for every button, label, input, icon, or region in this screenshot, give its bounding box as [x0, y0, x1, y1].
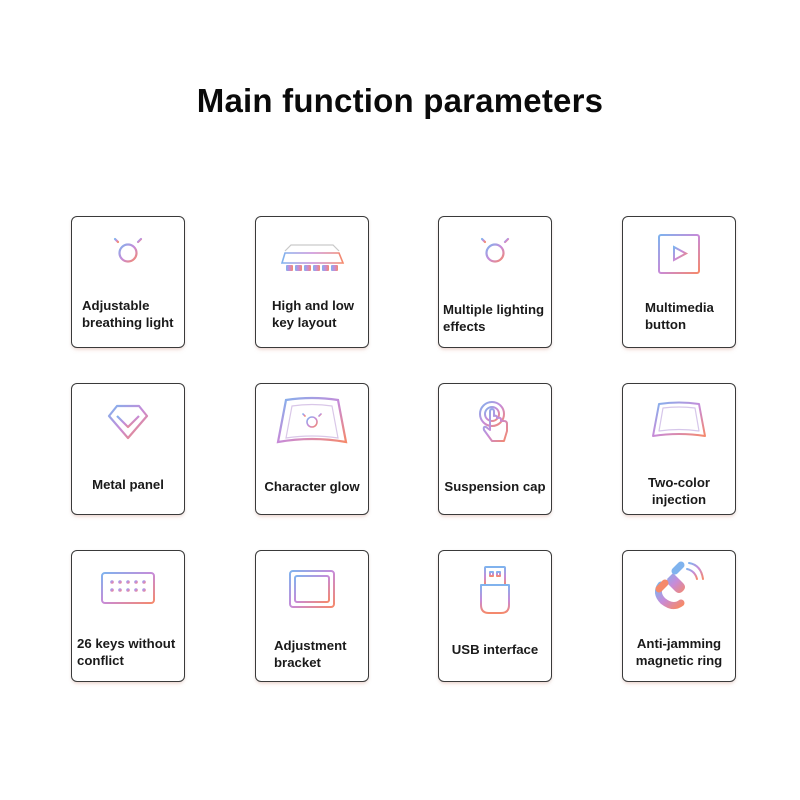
feature-label-line2: injection [651, 492, 707, 507]
feature-label-line1: Multimedia [645, 300, 714, 315]
feature-label-line1: Adjustment [274, 638, 347, 653]
feature-label-line1: High and low [272, 298, 355, 313]
feature-card-multimedia-button: Multimedia button [622, 216, 736, 348]
feature-label-line2: effects [443, 319, 486, 334]
feature-card-two-color-injection: Two-color injection [622, 383, 736, 515]
diamond-panel-icon [72, 398, 184, 446]
feature-label-line1: Two-color [647, 475, 711, 490]
feature-card-adjustable-breathing-light: Adjustable breathing light [71, 216, 185, 348]
keyboard-keys-icon [256, 231, 368, 279]
feature-label-line1: USB interface [451, 642, 539, 657]
usb-plug-icon [439, 563, 551, 614]
light-bulb-icon [439, 231, 551, 279]
light-bulb-icon [72, 231, 184, 279]
feature-card-suspension-cap: Suspension cap [438, 383, 552, 515]
bracket-icon [256, 567, 368, 615]
feature-label-line1: Suspension cap [444, 479, 546, 494]
feature-label-line2: bracket [274, 655, 321, 670]
feature-label-line2: magnetic ring [635, 653, 723, 668]
feature-label-line1: Anti-jamming [636, 636, 722, 651]
feature-label-line1: Adjustable [82, 298, 150, 313]
feature-label-line2: breathing light [82, 315, 174, 330]
feature-label-line1: Multiple lighting [443, 302, 545, 317]
feature-card-character-glow: Character glow [255, 383, 369, 515]
keycap-icon [623, 396, 735, 444]
feature-label-line1: 26 keys without [77, 636, 176, 651]
feature-card-26-keys-without-conflict: 26 keys without conflict [71, 550, 185, 682]
page-title: Main function parameters [196, 82, 604, 119]
play-window-icon [623, 231, 735, 279]
feature-card-metal-panel: Metal panel [71, 383, 185, 515]
feature-card-usb-interface: USB interface [438, 550, 552, 682]
magnet-icon [623, 559, 735, 610]
feature-label-line2: button [645, 317, 687, 332]
glowing-keycap-icon [256, 394, 368, 444]
feature-card-high-low-key-layout: High and low key layout [255, 216, 369, 348]
feature-card-adjustment-bracket: Adjustment bracket [255, 550, 369, 682]
feature-label-line1: Character glow [264, 479, 360, 494]
feature-card-multiple-lighting-effects: Multiple lighting effects [438, 216, 552, 348]
keypad-icon [72, 569, 184, 617]
feature-label-line2: key layout [272, 315, 337, 330]
finger-press-icon [439, 398, 551, 446]
feature-card-anti-jamming-magnetic-ring: Anti-jamming magnetic ring [622, 550, 736, 682]
feature-label-line2: conflict [77, 653, 124, 668]
feature-label-line1: Metal panel [92, 477, 164, 492]
